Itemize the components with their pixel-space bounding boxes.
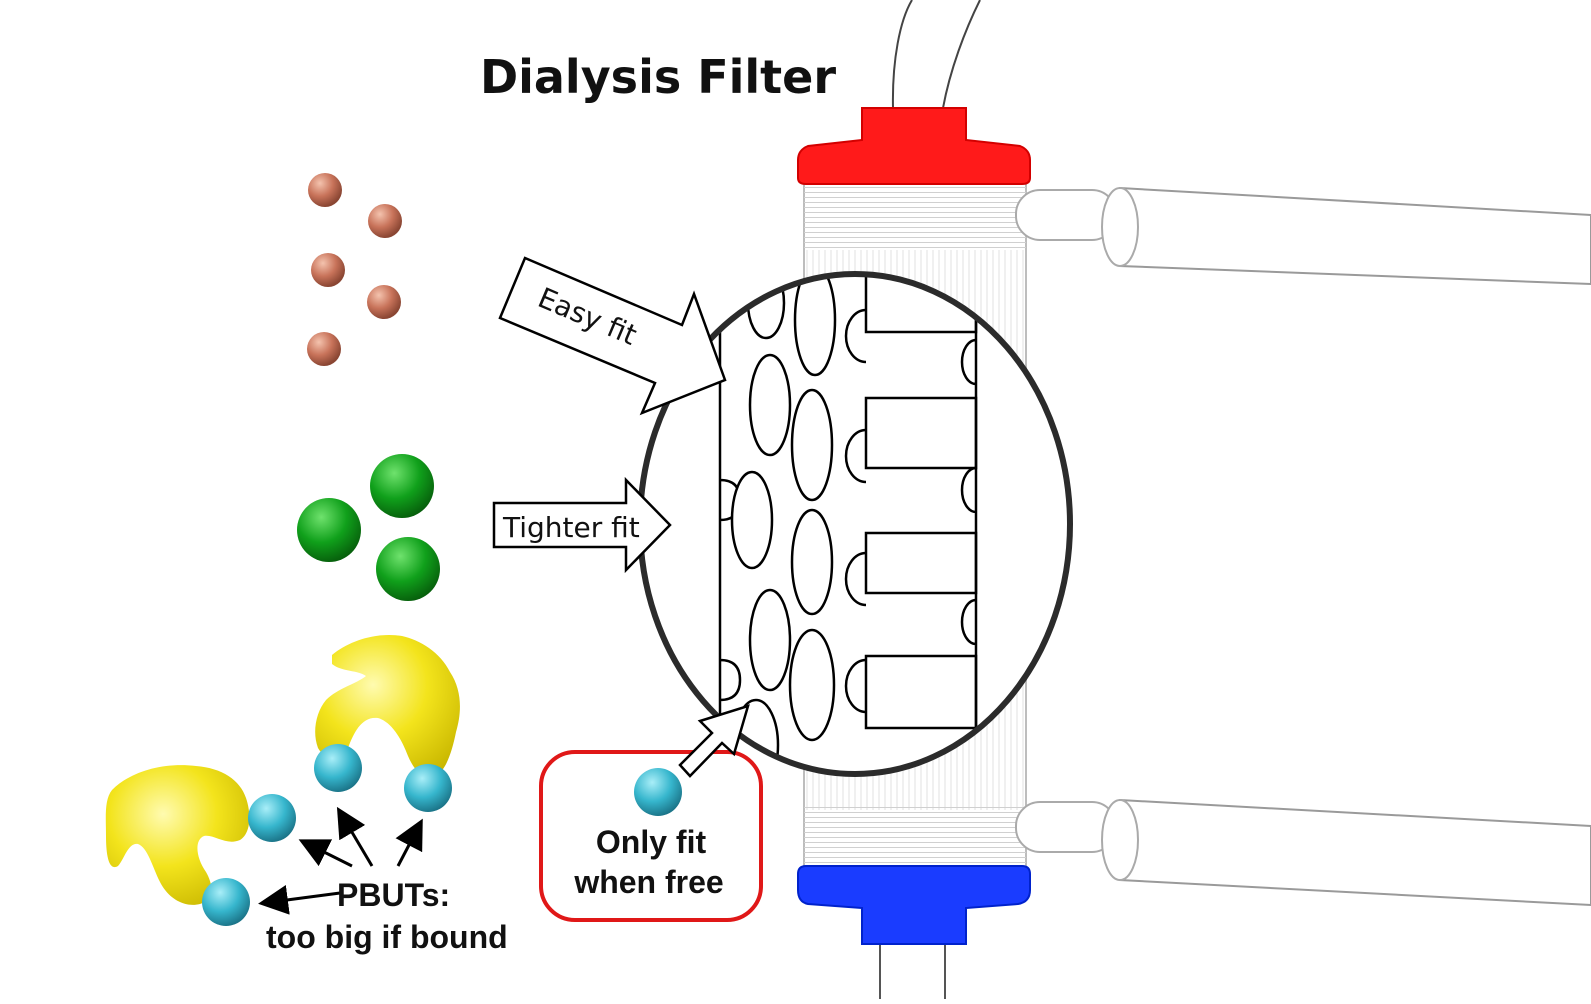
free-pbut-molecule [634,768,682,816]
bound-pbut [314,744,362,792]
only-fit-label-line1: Only fit [596,824,707,860]
membrane-cross-section [718,274,978,774]
highlight-box [539,750,763,922]
medium-molecule-spheres [297,454,440,601]
venous-end-cap [797,865,1031,945]
arterial-end-cap [797,107,1031,185]
medium-molecule [297,498,361,562]
membrane-pore-magnifier [637,271,1073,777]
medium-molecule [376,537,440,601]
tighter-fit-label: Tighter fit [502,511,640,544]
protein-molecule [105,765,250,905]
pbut-pointer-arrows [258,806,423,915]
top-blood-line [891,0,913,109]
diagram-title: Dialysis Filter [480,50,836,104]
bound-pbut [248,794,296,842]
small-molecule [367,285,401,319]
medium-molecule [370,454,434,518]
dialysate-port-bottom [1015,798,1591,907]
small-molecule [311,253,345,287]
only-fit-label-line2: when free [573,864,723,900]
tighter-fit-arrow: Tighter fit [492,476,672,574]
small-molecule-spheres [307,173,402,366]
protein-bound-uremic-toxin-complexes: PBUTs: too big if bound [105,634,508,955]
free-toxin-callout: Only fit when free [539,704,763,922]
small-molecule [368,204,402,238]
free-fit-arrow [678,704,750,778]
dialysate-port-top [1015,186,1591,286]
pbuts-label-line1: PBUTs: [337,877,450,913]
protein-molecule [315,634,460,778]
small-molecule [308,173,342,207]
bound-pbut [404,764,452,812]
pbuts-label-line2: too big if bound [266,919,508,955]
small-molecule [307,332,341,366]
easy-fit-arrow: Easy fit [498,256,727,416]
bound-pbut [202,878,250,926]
